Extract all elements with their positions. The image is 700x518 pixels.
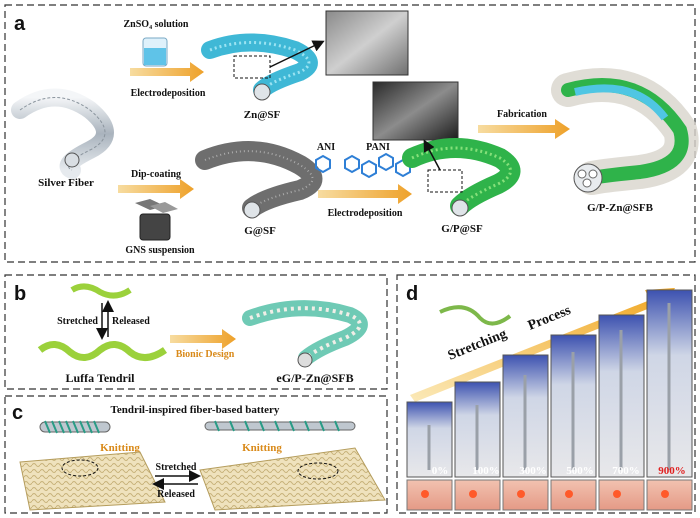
arrow-bionic-design (170, 329, 236, 349)
knitting-left-label: Knitting (100, 442, 140, 454)
znso4-beaker (142, 37, 168, 67)
process-word-2: Process (526, 303, 574, 334)
luffa-tendril-label: Luffa Tendril (65, 371, 135, 385)
arrow-dip-coating (118, 179, 194, 199)
arrow-fabrication (478, 119, 570, 139)
strain-label-700: 700% (612, 465, 640, 477)
knitted-fabric-relaxed (19, 451, 166, 511)
fabrication-label: Fabrication (497, 109, 547, 120)
sem-image-pani (372, 81, 459, 141)
stretch-photo-300 (502, 354, 549, 511)
bionic-design-label: Bionic Design (176, 349, 235, 360)
stretch-photo-500 (550, 334, 597, 511)
stretch-photo-700 (598, 314, 645, 511)
stretched-tendril (70, 283, 132, 299)
silver-fiber-coil (11, 88, 114, 179)
strain-label-100: 100% (472, 465, 500, 477)
gp-sf-coil (402, 138, 521, 217)
silver-fiber-label: Silver Fiber (38, 177, 94, 189)
panel-d: d Stretching Process (396, 274, 696, 514)
stretch-photo-0 (406, 401, 453, 511)
stretch-photo-900 (646, 289, 693, 511)
ani-label: ANI (317, 142, 335, 153)
zn-sf-label: Zn@SF (244, 109, 281, 121)
dip-coating-label: Dip-coating (131, 169, 181, 180)
fiber-battery-short (39, 420, 111, 434)
fabric-released-label: Released (157, 489, 195, 500)
pani-label: PANI (366, 142, 390, 153)
panel-d-letter: d (406, 283, 418, 305)
knitted-fabric-stretched (199, 447, 386, 511)
strain-label-300: 300% (519, 465, 547, 477)
panel-c-title: Tendril-inspired fiber-based battery (111, 404, 280, 416)
tendril-photo (439, 305, 512, 326)
released-label: Released (112, 316, 150, 327)
panel-c: c Tendril-inspired fiber-based battery K… (4, 395, 388, 514)
battery-label: G/P-Zn@SFB (587, 202, 654, 214)
znso4-label: ZnSO₄ solution (124, 19, 189, 30)
arrow-electrodeposition-top (130, 62, 204, 82)
eg-battery-label: eG/P-Zn@SFB (276, 371, 353, 385)
ani-molecule (315, 154, 331, 174)
g-sf-coil (195, 141, 323, 219)
battery-fiber (551, 68, 699, 195)
sem-image-zn (325, 10, 409, 76)
stretched-label: Stretched (57, 316, 98, 327)
panel-a: a ZnSO₄ solution Electrodeposition Silve… (4, 4, 699, 263)
fabric-highlight-right (297, 462, 339, 480)
electrodeposition-top-label: Electrodeposition (131, 88, 206, 99)
strain-label-0: 0% (432, 465, 449, 477)
panel-c-letter: c (12, 402, 23, 424)
g-sf-label: G@SF (244, 225, 276, 237)
fabric-stretched-label: Stretched (156, 462, 197, 473)
panel-b-letter: b (14, 283, 26, 305)
strain-label-500: 500% (566, 465, 594, 477)
gp-sf-label: G/P@SF (441, 223, 483, 235)
panel-b: b Stretched Released Luffa Tendril Bioni… (4, 274, 388, 390)
arrow-electrodeposition-bottom (318, 184, 412, 204)
electrodeposition-bottom-label: Electrodeposition (328, 208, 403, 219)
helical-battery (242, 300, 368, 368)
panel-a-letter: a (14, 13, 26, 35)
gns-beaker (135, 199, 178, 241)
fiber-battery-long (204, 420, 356, 432)
fabric-highlight-left (61, 459, 99, 477)
coiled-tendril (37, 341, 168, 361)
stretch-photo-100 (454, 381, 501, 511)
pani-chain (344, 152, 411, 179)
panel-b-border (4, 274, 388, 390)
knitting-right-label: Knitting (242, 442, 282, 454)
panel-d-border (396, 274, 696, 514)
process-word-1: Stretching (446, 327, 509, 364)
gns-suspension-label: GNS suspension (125, 245, 195, 256)
strain-label-900: 900% (658, 465, 686, 477)
zn-sf-coil (201, 33, 325, 101)
panel-c-border (4, 395, 388, 514)
